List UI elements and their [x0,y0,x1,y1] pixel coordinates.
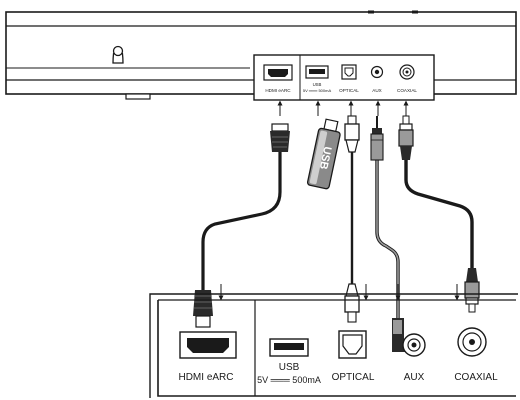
top-aux-label: AUX [372,88,381,93]
coaxial-port-large-icon [457,327,487,357]
coaxial-cable [398,115,480,313]
usb-stick-icon: USB [306,118,341,190]
top-coaxial-label: COAXIAL [397,88,417,93]
top-optical-label: OPTICAL [339,88,359,93]
bottom-usb-label-1: USB [279,362,300,373]
optical-port-large-icon [338,330,367,359]
bottom-arrows [218,284,460,301]
coaxial-port-icon [399,64,415,80]
optical-cable [344,115,360,323]
bottom-usb-label-2: 5V ═══ 500mA [257,375,321,385]
soundbar-rear: HDMI eARC USB 5V ═══ 500mA OPTICAL AUX C… [5,10,517,101]
soundbar-foot [125,93,151,100]
bottom-coaxial-label: COAXIAL [454,372,498,383]
usb-port-large-icon [269,338,309,357]
optical-port-icon [341,64,357,80]
bottom-optical-label: OPTICAL [332,372,375,383]
bottom-hdmi-label: HDMI eARC [178,372,233,383]
top-usb-label-2: 5V ═══ 500mA [303,88,332,93]
top-usb-label-1: USB [313,82,322,87]
aux-port-icon [370,65,384,79]
top-arrows [277,100,409,116]
hdmi-cable [193,123,290,328]
bottom-aux-label: AUX [404,372,425,383]
aux-port-large-icon [402,333,426,357]
hdmi-port-large-icon [179,331,237,359]
keyhole-icon [112,45,124,64]
usb-stick-label: USB [317,145,334,170]
top-hdmi-label: HDMI eARC [265,88,291,93]
hdmi-port-icon [263,64,293,81]
usb-port-icon [305,65,329,79]
port-panel-bottom: HDMI eARC USB 5V ═══ 500mA OPTICAL AUX C… [149,293,518,398]
